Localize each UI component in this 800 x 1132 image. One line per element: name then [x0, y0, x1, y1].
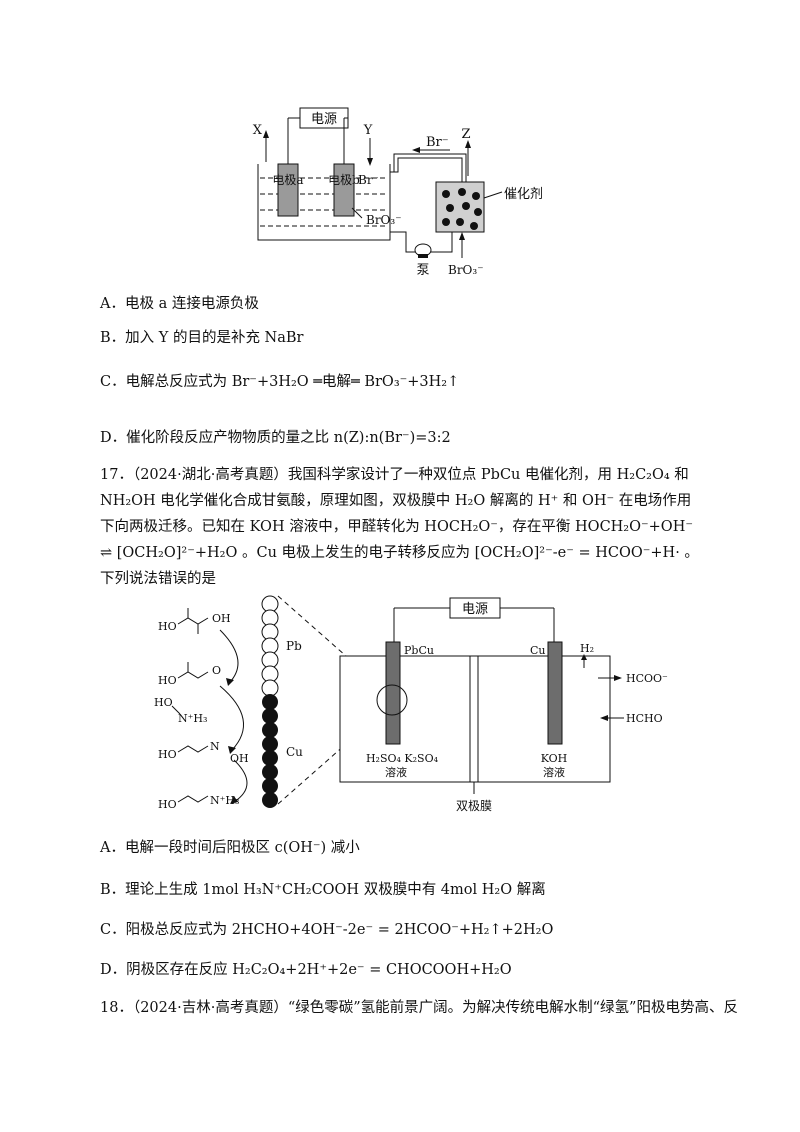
q17-option-d: D．阴极区存在反应 H₂C₂O₄+2H⁺+2e⁻ = CHOCOOH+H₂O	[100, 962, 512, 978]
hcho-label: HCHO	[626, 712, 663, 725]
q17-option-b: B．理论上生成 1mol H₃N⁺CH₂COOH 双极膜中有 4mol H₂O …	[100, 882, 546, 898]
mol-honh3-n: N⁺H₃	[178, 712, 207, 725]
left-solution-label: H₂SO₄ K₂SO₄	[366, 752, 439, 765]
mol-oxime-n: N	[210, 740, 220, 753]
power-source-label-2: 电源	[462, 602, 488, 617]
bro3-inlet-label: BrO₃⁻	[448, 263, 484, 277]
electrode-a-label: 电极a	[272, 173, 303, 187]
pb-label: Pb	[286, 639, 302, 653]
pb-atoms	[261, 595, 279, 697]
mol-honh3-ho: HO	[154, 696, 173, 709]
electrolysis-diagram-1: 电源 X Y 电极a 电极b Br⁻ BrO₃⁻ Br⁻	[253, 107, 543, 278]
cu-atoms	[262, 694, 278, 808]
q17-option-a: A．电解一段时间后阳极区 c(OH⁻) 减小	[100, 840, 360, 856]
power-source-label: 电源	[311, 112, 337, 127]
mol-oh: OH	[212, 612, 231, 625]
y-label: Y	[363, 123, 373, 138]
mol-oxime-oh: OH	[230, 752, 249, 765]
q17-option-c: C．阳极总反应式为 2HCHO+4OH⁻-2e⁻ = 2HCOO⁻+H₂↑+2H…	[100, 922, 554, 938]
cu-electrode-label: Cu	[530, 644, 546, 657]
electrolysis-diagram-2: HO OH HO O HO N⁺H₃ HO N OH HO N⁺H₃	[154, 595, 668, 813]
mol-gly-n: N⁺H₃	[210, 794, 239, 807]
pbcu-label: PbCu	[404, 644, 434, 657]
br-in-tank-label: Br⁻	[358, 173, 379, 187]
br-arrow-label: Br⁻	[426, 135, 449, 150]
membrane-label: 双极膜	[456, 799, 492, 813]
x-label: X	[253, 123, 263, 138]
bro3-tank-label: BrO₃⁻	[366, 213, 402, 227]
mol-ho-2: HO	[158, 674, 177, 687]
mol-gly-ho: HO	[158, 798, 177, 811]
q16-option-a: A．电极 a 连接电源负极	[100, 296, 259, 312]
q16-option-b: B．加入 Y 的目的是补充 NaBr	[100, 330, 304, 346]
z-label: Z	[461, 127, 470, 142]
electrode-b-label: 电极b	[328, 173, 360, 187]
h2-label: H₂	[580, 642, 594, 655]
cu-atom-label: Cu	[286, 745, 303, 759]
left-solution-label-2: 溶液	[385, 765, 407, 779]
hcoo-label: HCOO⁻	[626, 672, 668, 685]
mol-o: O	[212, 664, 221, 677]
q16-option-c: C．电解总反应式为 Br⁻+3H₂O ═电解═ BrO₃⁻+3H₂↑	[100, 374, 460, 390]
q18-stem: 18．（2024·吉林·高考真题）“绿色零碳”氢能前景广阔。为解决传统电解水制“…	[100, 1000, 738, 1016]
right-solution-label: KOH	[541, 752, 568, 765]
mol-oxime-ho: HO	[158, 748, 177, 761]
catalyst-label: 催化剂	[504, 187, 543, 202]
mol-ho-1: HO	[158, 620, 177, 633]
pump-label: 泵	[416, 263, 429, 278]
q17-stem: 17．（2024·湖北·高考真题）我国科学家设计了一种双位点 PbCu 电催化剂…	[100, 467, 699, 587]
q16-option-d: D．催化阶段反应产物物质的量之比 n(Z):n(Br⁻)=3:2	[100, 430, 451, 446]
right-solution-label-2: 溶液	[543, 765, 565, 779]
